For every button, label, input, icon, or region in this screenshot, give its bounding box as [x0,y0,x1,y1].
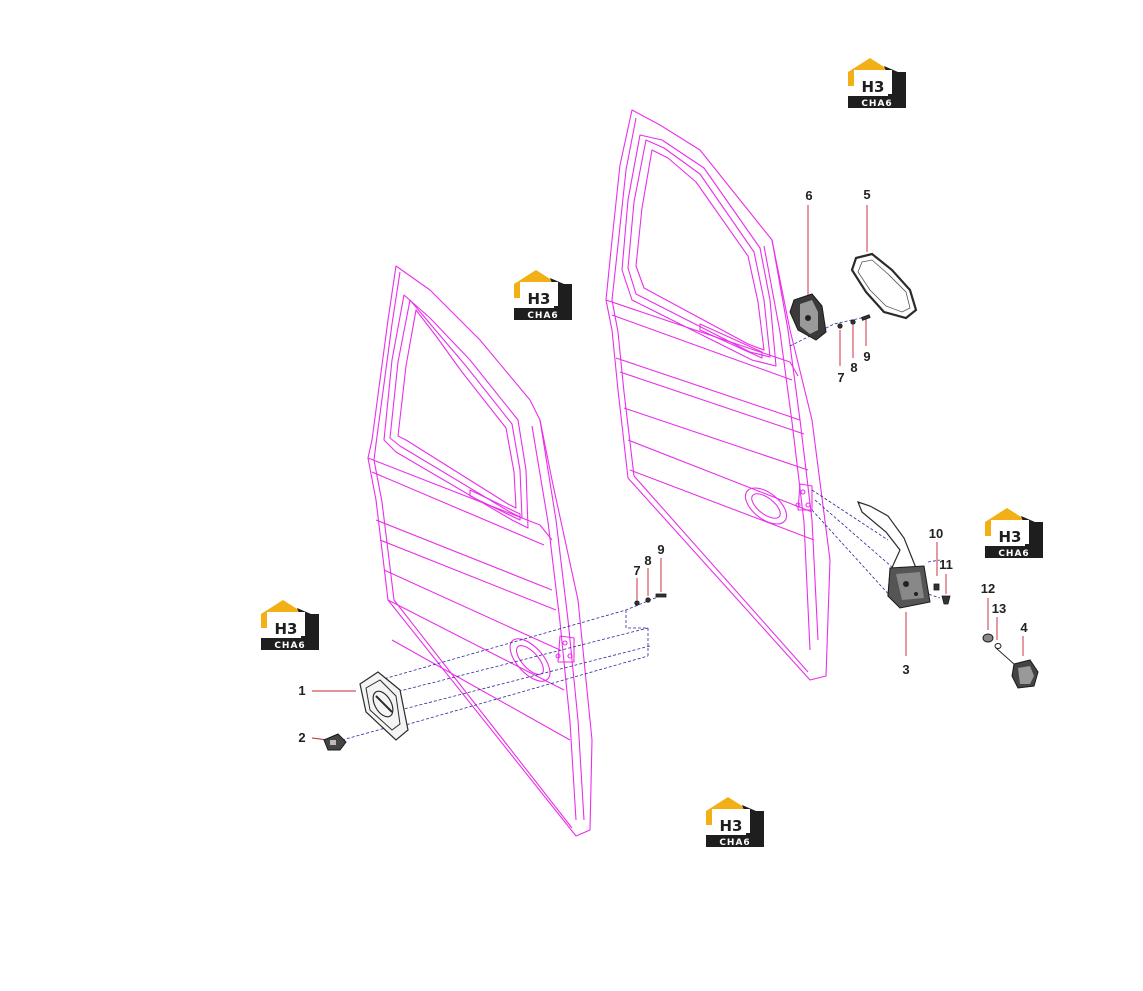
callout-12: 12 [981,581,995,596]
watermark-text: CHA6 [719,838,750,848]
callout-9-rear: 9 [863,349,870,364]
callout-8-front: 8 [644,553,651,568]
callout-7-rear: 7 [837,370,844,385]
part-4-lock-cylinder [995,647,1039,689]
parts-7-8-9-front-fasteners [634,593,667,606]
watermark-logo-right: H3 CHA6 [985,508,1043,559]
watermark-logo-bottom: H3 CHA6 [706,797,764,848]
callout-4: 4 [1020,620,1028,635]
callout-8-rear: 8 [850,360,857,375]
watermark-mark: H3 [862,78,885,96]
watermark-logo-left: H3 CHA6 [261,600,319,651]
parts-7-8-9-rear-fasteners [837,314,871,329]
front-door-panel [367,265,593,837]
parts-10-11-screws [933,583,951,605]
callout-1: 1 [298,683,305,698]
callout-labels: 1 2 3 4 5 6 7 8 9 7 8 9 10 11 12 13 [298,187,1028,745]
callout-11: 11 [939,557,953,572]
part-6-rear-inner-handle [789,293,827,341]
callout-2: 2 [298,730,305,745]
watermark-text: CHA6 [998,549,1029,559]
watermark-mark: H3 [999,528,1022,546]
watermark-logo-mid-left: H3 CHA6 [514,270,572,321]
watermark-mark: H3 [275,620,298,638]
callout-6: 6 [805,188,812,203]
callout-3: 3 [902,662,909,677]
callout-5: 5 [863,187,870,202]
leader-lines [311,205,1024,741]
callout-13: 13 [992,601,1006,616]
watermark-mark: H3 [528,290,551,308]
parts-12-13-washers [982,633,1002,649]
part-2-clip [323,733,347,751]
watermark-mark: H3 [720,817,743,835]
watermark-logo-top: H3 CHA6 [848,58,906,109]
part-5-handle-seal [850,252,918,320]
watermark-text: CHA6 [274,641,305,651]
callout-7-front: 7 [633,563,640,578]
callout-10: 10 [929,526,943,541]
callout-9-front: 9 [657,542,664,557]
watermark-text: CHA6 [861,99,892,109]
rear-door-panel [605,109,831,681]
part-3-door-lock [856,501,931,609]
watermark-text: CHA6 [527,311,558,321]
part-1-inner-handle [359,671,409,741]
